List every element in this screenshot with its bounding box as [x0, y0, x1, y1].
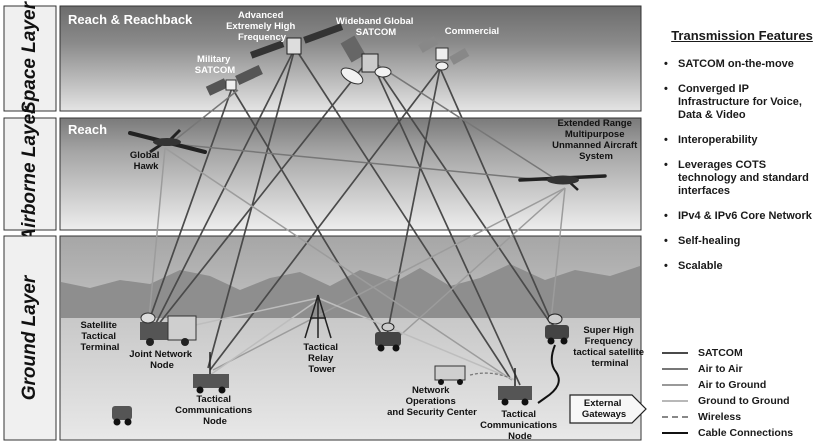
aehf-label: Advanced Extremely High Frequency — [226, 10, 298, 43]
wireless-link — [469, 372, 511, 379]
commercial-label: Commercial — [445, 26, 499, 37]
tcn1-label: Tactical Communications Node — [175, 394, 255, 427]
feature-item: Leverages COTS technology and standard i… — [662, 159, 822, 198]
airborne-layer-panel — [59, 117, 642, 231]
external-gateways-arrow: External Gateways — [569, 394, 647, 424]
uas-aircraft — [518, 174, 607, 191]
legend-swatch — [662, 384, 688, 386]
cable-connection — [537, 344, 560, 404]
satellite-tactical-terminal-vehicle — [140, 312, 197, 346]
space-layer-label: Space Layer — [19, 0, 40, 114]
tcn2-label: Tactical Communications Node — [480, 409, 560, 442]
air-to-air-links — [162, 59, 566, 183]
noc-label: Network Operations and Security Center — [387, 385, 477, 418]
legend-label: Cable Connections — [698, 427, 794, 439]
features-list: SATCOM on-the-move Converged IP Infrastr… — [662, 58, 822, 273]
global-hawk-aircraft — [128, 128, 207, 154]
noc-trucks — [434, 365, 466, 385]
legend-label: Air to Ground — [698, 379, 767, 391]
relay-label: Tactical Relay Tower — [303, 342, 340, 375]
legend-swatch — [662, 400, 688, 402]
network-diagram: Space Layer Airborne Layer Ground Layer … — [3, 0, 647, 442]
legend-row: Air to Air — [662, 361, 822, 377]
legend-row: Air to Ground — [662, 377, 822, 393]
jnn-label: Joint Network Node — [129, 349, 194, 371]
svg-text:External Gateways: External Gateways — [582, 398, 626, 420]
ground-layer-panel — [59, 235, 642, 441]
link-legend: SATCOM Air to Air Air to Ground Ground t… — [662, 345, 822, 441]
transmission-features-panel: Transmission Features SATCOM on-the-move… — [662, 28, 822, 285]
military-satcom-satellite — [205, 64, 263, 96]
space-layer-title: Reach & Reachback — [68, 12, 193, 27]
airborne-layer-tab: Airborne Layer — [3, 105, 57, 243]
mountain-range — [61, 264, 640, 322]
legend-swatch — [662, 416, 688, 418]
feature-item: Converged IP Infrastructure for Voice, D… — [662, 83, 822, 122]
legend-swatch — [662, 352, 688, 354]
milsat-label: Military SATCOM — [195, 54, 236, 76]
legend-swatch — [662, 368, 688, 370]
space-layer-tab: Space Layer — [3, 0, 57, 114]
external-gateways-line-2: Gateways — [582, 409, 626, 420]
legend-swatch — [662, 432, 688, 434]
legend-row: Ground to Ground — [662, 393, 822, 409]
aehf-satellite — [249, 23, 344, 59]
legend-label: SATCOM — [698, 347, 743, 359]
shf-terminal-vehicle — [545, 313, 569, 345]
legend-label: Ground to Ground — [698, 395, 790, 407]
wgs-label: Wideband Global SATCOM — [336, 16, 416, 38]
global-hawk-label: Global Hawk — [130, 150, 162, 172]
feature-item: IPv4 & IPv6 Core Network — [662, 210, 822, 223]
feature-item: Scalable — [662, 260, 822, 273]
jnn-vehicle — [112, 406, 132, 426]
legend-row: Cable Connections — [662, 425, 822, 441]
feature-item: Interoperability — [662, 134, 822, 147]
tactical-communications-node-vehicle-1 — [193, 352, 229, 394]
feature-item: Self-healing — [662, 235, 822, 248]
ground-layer-tab: Ground Layer — [3, 235, 57, 441]
satcom-links — [144, 47, 556, 386]
humvee-terminal — [375, 322, 401, 352]
ground-layer-label: Ground Layer — [19, 274, 40, 400]
stt-label: Satellite Tactical Terminal — [80, 320, 119, 353]
airborne-layer-label: Airborne Layer — [19, 105, 40, 243]
features-title: Transmission Features — [671, 28, 813, 43]
airborne-layer-title: Reach — [68, 122, 107, 137]
tactical-communications-node-vehicle-2 — [498, 368, 532, 406]
legend-label: Air to Air — [698, 363, 743, 375]
legend-label: Wireless — [698, 411, 742, 423]
wgs-satellite — [340, 35, 392, 85]
external-gateways-line-1: External — [584, 398, 622, 409]
uas-label: Extended Range Multipurpose Unmanned Air… — [552, 118, 640, 162]
shf-label: Super High Frequency tactical satellite … — [573, 325, 646, 369]
tactical-relay-tower — [304, 294, 332, 339]
commercial-satellite — [418, 36, 470, 71]
feature-item: SATCOM on-the-move — [662, 58, 822, 71]
legend-row: SATCOM — [662, 345, 822, 361]
air-to-ground-links — [147, 147, 566, 381]
legend-row: Wireless — [662, 409, 822, 425]
